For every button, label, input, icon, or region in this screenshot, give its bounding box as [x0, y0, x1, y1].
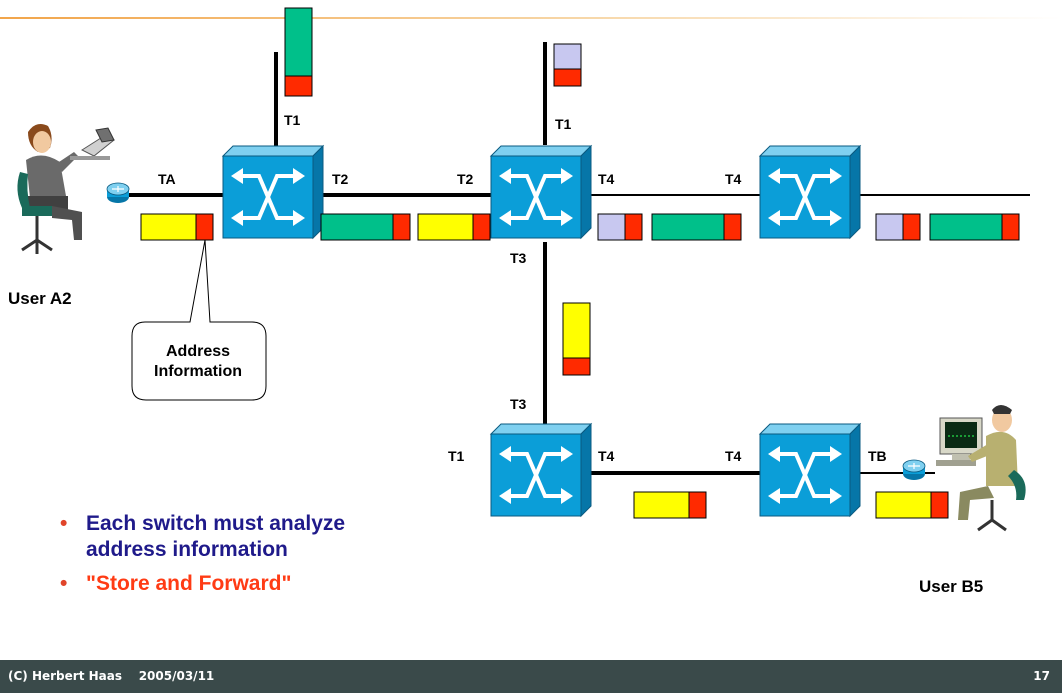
- packet-sw2-in: [417, 213, 491, 241]
- links: [112, 42, 1030, 475]
- packet-top-left: [284, 7, 313, 97]
- bullet-text: Each switch must analyze address informa…: [86, 512, 346, 561]
- footer-bar: (C) Herbert Haas 2005/03/11 17: [0, 660, 1062, 693]
- switch-1: [221, 144, 325, 240]
- port-label-sw3-t4: T4: [725, 171, 742, 187]
- port-label-sw2-t2: T2: [457, 171, 474, 187]
- router-icon-b: [902, 459, 926, 480]
- port-label-tb: TB: [868, 448, 887, 464]
- port-label-sw4-t1: T1: [448, 448, 465, 464]
- port-label-ta: TA: [158, 171, 176, 187]
- port-label-sw1-t1: T1: [284, 112, 301, 128]
- switch-5: [758, 422, 862, 518]
- port-label-sw2-t1: T1: [555, 116, 572, 132]
- switch-2: [489, 144, 593, 240]
- port-label-sw4-t4: T4: [598, 448, 615, 464]
- bullet-list: • Each switch must analyze address infor…: [60, 511, 386, 597]
- packet-user-a: [140, 213, 214, 241]
- packet-vertical: [562, 302, 591, 376]
- user-a-label: User A2: [8, 289, 72, 308]
- bullet-item: • Each switch must analyze address infor…: [60, 511, 386, 563]
- packet-top-mid: [553, 43, 582, 87]
- network-diagram: [17, 7, 1030, 532]
- packet-sw3-lav: [875, 213, 921, 241]
- bullet-text: "Store and Forward": [86, 572, 292, 595]
- port-label-sw4-t3: T3: [510, 396, 527, 412]
- callout-line-2: Information: [154, 363, 242, 380]
- port-label-sw5-t4: T4: [725, 448, 742, 464]
- callout-bubble: [131, 239, 267, 401]
- user-b-label: User B5: [919, 577, 984, 596]
- packet-sw2-green: [651, 213, 742, 241]
- packet-user-b: [875, 491, 949, 519]
- user-a-icon: [17, 124, 115, 254]
- bullet-marker: •: [60, 512, 68, 535]
- port-label-sw1-t2: T2: [332, 171, 349, 187]
- router-icon-a: [106, 182, 130, 203]
- packet-sw1-out: [320, 213, 411, 241]
- callout-line-1: Address: [165, 343, 231, 360]
- port-label-sw2-t4: T4: [598, 171, 615, 187]
- switch-3: [758, 144, 862, 240]
- packet-sw2-lav: [597, 213, 643, 241]
- switch-4: [489, 422, 593, 518]
- user-b-icon: [936, 405, 1026, 532]
- packet-sw3-green: [929, 213, 1020, 241]
- port-label-sw2-t3: T3: [510, 250, 527, 266]
- bullet-marker: •: [60, 572, 68, 595]
- footer-author-date: (C) Herbert Haas 2005/03/11: [8, 669, 215, 683]
- packet-sw4-out: [633, 491, 707, 519]
- top-divider: [0, 17, 1062, 19]
- callout-address-information: Address Information: [132, 342, 264, 382]
- footer-page-number: 17: [1033, 669, 1050, 683]
- bullet-item: • "Store and Forward": [60, 571, 386, 597]
